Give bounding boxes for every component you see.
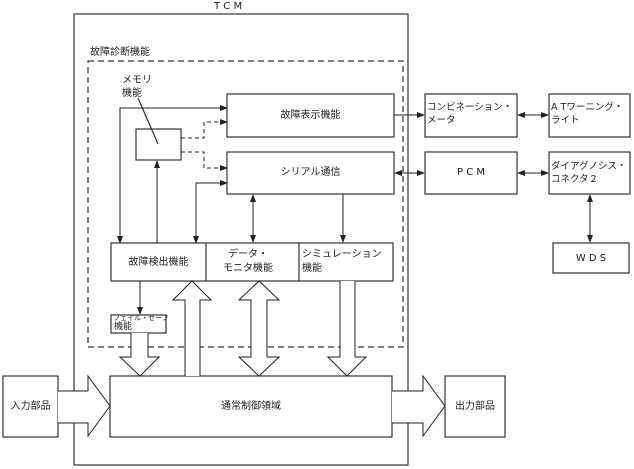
data-monitor-block-arrow xyxy=(237,280,281,377)
output-parts-label: 出力部品 xyxy=(455,401,495,412)
serial-comm-label: シリアル通信 xyxy=(280,167,341,178)
fault-detect-block-arrow xyxy=(171,280,213,376)
diag-group-box xyxy=(87,60,404,348)
output-block-arrow xyxy=(392,374,446,438)
wds-label: W D S xyxy=(575,253,607,264)
memory-label-line2: 機能 xyxy=(122,88,142,99)
data-monitor-label-line2: モニタ機能 xyxy=(223,263,273,274)
tcm-label: T C M xyxy=(214,1,243,12)
pcm-label: P C M xyxy=(457,167,485,178)
combination-meter-label-line1: コンビネーション・ xyxy=(427,102,513,113)
at-warning-label-line2: ライト xyxy=(551,115,580,126)
diag-connector-label-line2: コネクタ２ xyxy=(551,174,599,185)
simulation-block-arrow xyxy=(326,281,368,377)
diag-group-label: 故障診断機能 xyxy=(90,47,150,58)
input-block-arrow xyxy=(58,374,111,438)
at-warning-box xyxy=(548,93,631,138)
fault-display-label: 故障表示機能 xyxy=(280,110,341,121)
at-warning-label-line1: A Tワーニング・ xyxy=(551,102,624,113)
failsafe-label-line1: フェイル・セーフ xyxy=(113,314,169,322)
input-parts-label: 入力部品 xyxy=(10,401,51,412)
fault-detect-label: 故障検出機能 xyxy=(128,257,189,268)
tcm-box xyxy=(73,13,409,466)
simulation-label-line1: シミュレーション xyxy=(302,249,382,260)
function-row-box xyxy=(110,242,394,282)
simulation-label-line2: 機能 xyxy=(302,263,322,274)
memory-box xyxy=(135,128,182,161)
normal-control-label: 通常制御領域 xyxy=(221,401,281,412)
wds-box xyxy=(552,242,630,274)
combination-meter-label-line2: メータ xyxy=(427,115,456,126)
memory-label-line1: メモリ xyxy=(122,75,152,86)
failsafe-label-line2: 機能 xyxy=(114,322,133,332)
failsafe-block-arrow xyxy=(118,333,161,377)
diag-connector-label-line1: ダイアグノシス・ xyxy=(551,161,627,172)
data-monitor-label-line1: データ・ xyxy=(228,249,268,260)
